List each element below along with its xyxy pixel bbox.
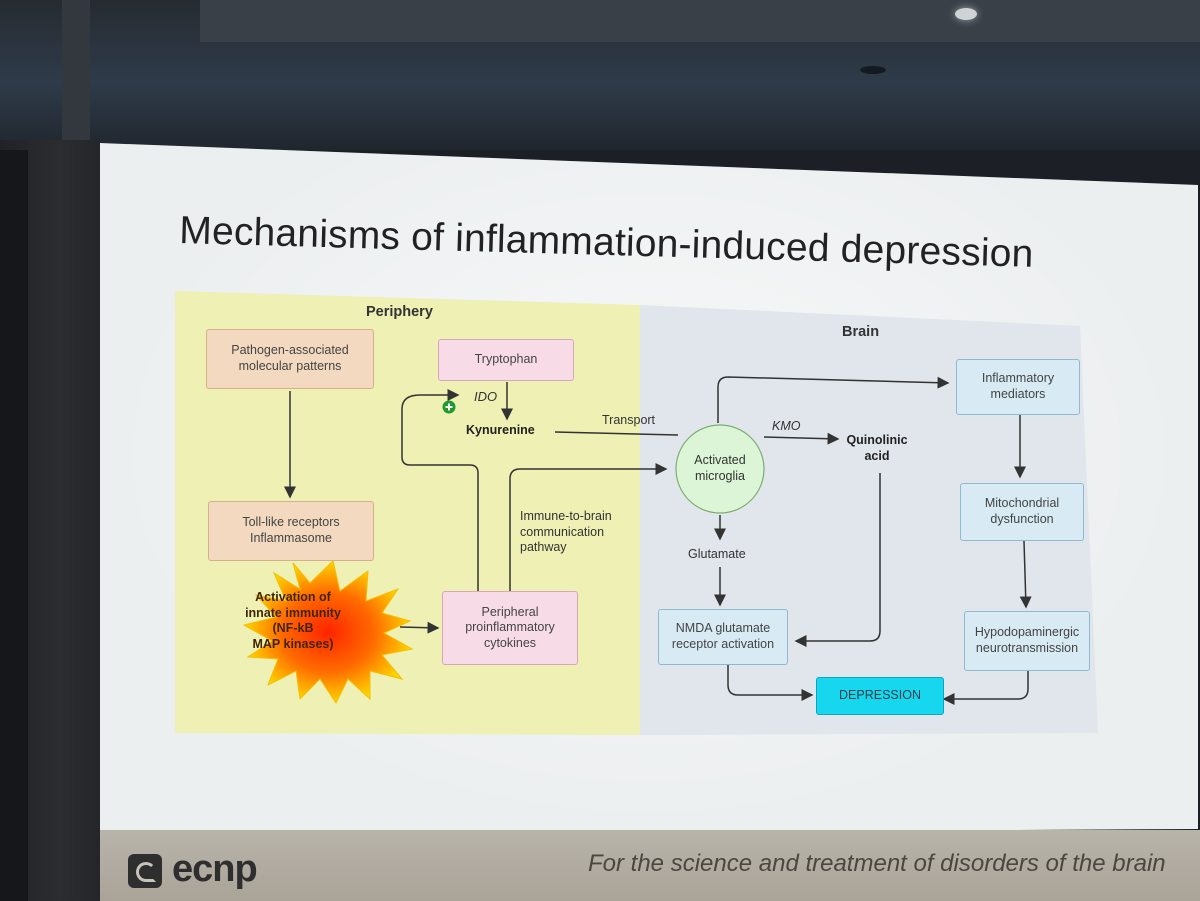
pathway-line-1: Immune-to-brain (520, 509, 612, 523)
microglia-node (675, 424, 765, 514)
arrow-cytokines-microglia (509, 463, 668, 591)
ceiling-light (955, 8, 977, 20)
tryptophan-box: Tryptophan (438, 339, 574, 381)
microglia-label: Activated microglia (694, 453, 746, 483)
arrow-kynurenine-microglia (554, 431, 679, 436)
arrow-quinolinic-nmda (794, 473, 881, 647)
plus-icon (445, 403, 453, 411)
arrow-hypodopa-depression (942, 669, 1029, 705)
quinolinic-label: Quinolinic acid (846, 433, 908, 463)
arrow-nmda-depression (727, 665, 814, 701)
footer-bar: ecnp For the science and treatment of di… (100, 830, 1200, 901)
ecnp-logo-icon (128, 854, 162, 888)
left-wall-panel (0, 150, 28, 901)
room-pillar (62, 0, 90, 150)
arrow-microglia-mediators (717, 376, 950, 423)
footer-tagline: For the science and treatment of disorde… (588, 850, 1166, 877)
hypodopaminergic-box: Hypodopaminergic neurotransmission (964, 611, 1090, 671)
kynurenine-label: Kynurenine (466, 423, 535, 437)
glutamate-label: Glutamate (688, 547, 746, 561)
ecnp-logo-text: ecnp (172, 848, 258, 890)
arrow-kmo-quinolinic (763, 432, 840, 445)
ido-label: IDO (474, 389, 498, 404)
innate-immunity-burst (242, 560, 414, 704)
brain-label: Brain (842, 324, 880, 340)
pathway-line-3: pathway (520, 540, 567, 555)
pathway-line-2: communication (520, 524, 605, 539)
ceiling-fixture (860, 66, 886, 74)
transport-label: Transport (602, 413, 656, 427)
innate-line-3: (NF-kB (272, 621, 314, 636)
periphery-label: Periphery (366, 304, 433, 320)
innate-line-4: MAP kinases) (252, 636, 334, 651)
mitochondrial-box: Mitochondrial dysfunction (960, 483, 1084, 541)
kmo-label: KMO (772, 419, 801, 433)
depression-box: DEPRESSION (816, 677, 944, 715)
pamps-box: Pathogen-associated molecular patterns (206, 329, 374, 389)
tlr-box: Toll-like receptors Inflammasome (208, 501, 374, 561)
inflammatory-mediators-box: Inflammatory mediators (956, 359, 1080, 415)
innate-immunity-label: Activation of innate immunity (NF-kB MAP… (218, 590, 368, 653)
nmda-box: NMDA glutamate receptor activation (658, 609, 788, 665)
arrow-cytokines-ido-loop (401, 389, 479, 593)
arrow-mito-hypodopa (1019, 540, 1032, 609)
cytokines-box: Peripheral proinflammatory cytokines (442, 591, 578, 665)
projection-screen: Mechanisms of inflammation-induced depre… (100, 143, 1198, 835)
innate-line-2: innate immunity (245, 605, 341, 620)
ceiling (200, 0, 1200, 42)
pathway-label: Immune-to-brain communication pathway (520, 509, 612, 556)
arrow-innate-cytokines (399, 621, 440, 634)
innate-line-1: Activation of (255, 590, 331, 604)
